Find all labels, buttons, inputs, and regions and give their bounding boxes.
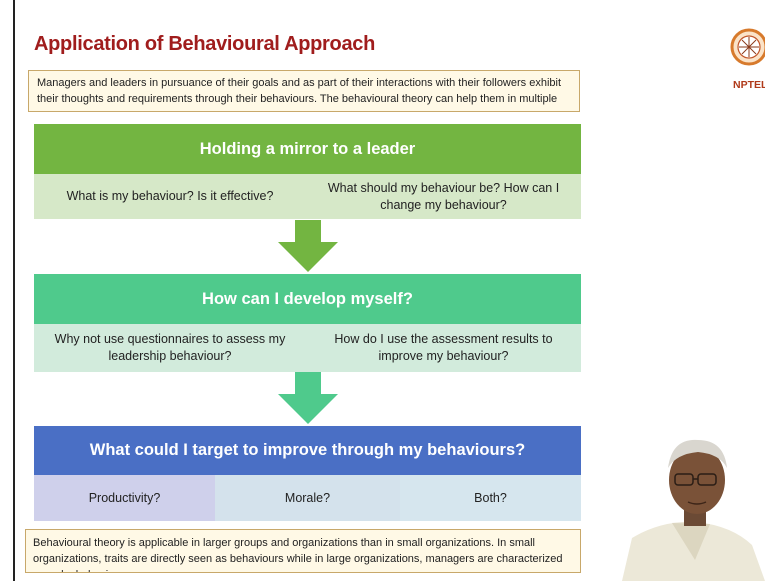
section3-heading-band: What could I target to improve through m… <box>34 426 581 475</box>
nptel-logo-text: NPTEL <box>733 79 765 91</box>
section2-subrow: Why not use questionnaires to assess my … <box>34 324 581 372</box>
section1-heading: Holding a mirror to a leader <box>199 139 416 158</box>
option-both-cell: Both? <box>400 475 581 521</box>
section2-left-question: Why not use questionnaires to assess my … <box>54 332 286 363</box>
option-both: Both? <box>474 490 507 505</box>
section1-left-question-cell: What is my behaviour? Is it effective? <box>34 174 306 219</box>
option-productivity: Productivity? <box>88 490 161 505</box>
section3-heading: What could I target to improve through m… <box>89 441 526 459</box>
section2-heading-band: How can I develop myself? <box>34 274 581 324</box>
section1-right-question: What should my behaviour be? How can I c… <box>327 180 560 212</box>
section2-right-question: How do I use the assessment results to i… <box>334 332 553 363</box>
slide-title: Application of Behavioural Approach <box>34 33 376 55</box>
section3-subrow: Productivity? Morale? Both? <box>34 475 581 521</box>
section1-left-question: What is my behaviour? Is it effective? <box>66 189 274 203</box>
down-arrow-1-icon <box>278 220 338 272</box>
nptel-logo-icon <box>730 28 765 66</box>
option-productivity-cell: Productivity? <box>34 475 215 521</box>
footer-text-box: Behavioural theory is applicable in larg… <box>25 529 581 573</box>
section1-right-question-cell: What should my behaviour be? How can I c… <box>306 174 581 219</box>
down-arrow-2-icon <box>278 372 338 424</box>
section2-right-question-cell: How do I use the assessment results to i… <box>306 324 581 372</box>
section1-heading-band: Holding a mirror to a leader <box>34 124 581 174</box>
intro-text-box: Managers and leaders in pursuance of the… <box>28 70 580 112</box>
section2-left-question-cell: Why not use questionnaires to assess my … <box>34 324 306 372</box>
option-morale: Morale? <box>284 490 331 505</box>
presenter-figure <box>602 410 765 581</box>
section2-heading: How can I develop myself? <box>202 289 413 308</box>
option-morale-cell: Morale? <box>215 475 400 521</box>
section1-subrow: What is my behaviour? Is it effective? W… <box>34 174 581 219</box>
slide-left-border <box>13 0 15 581</box>
presenter-video <box>602 410 765 581</box>
